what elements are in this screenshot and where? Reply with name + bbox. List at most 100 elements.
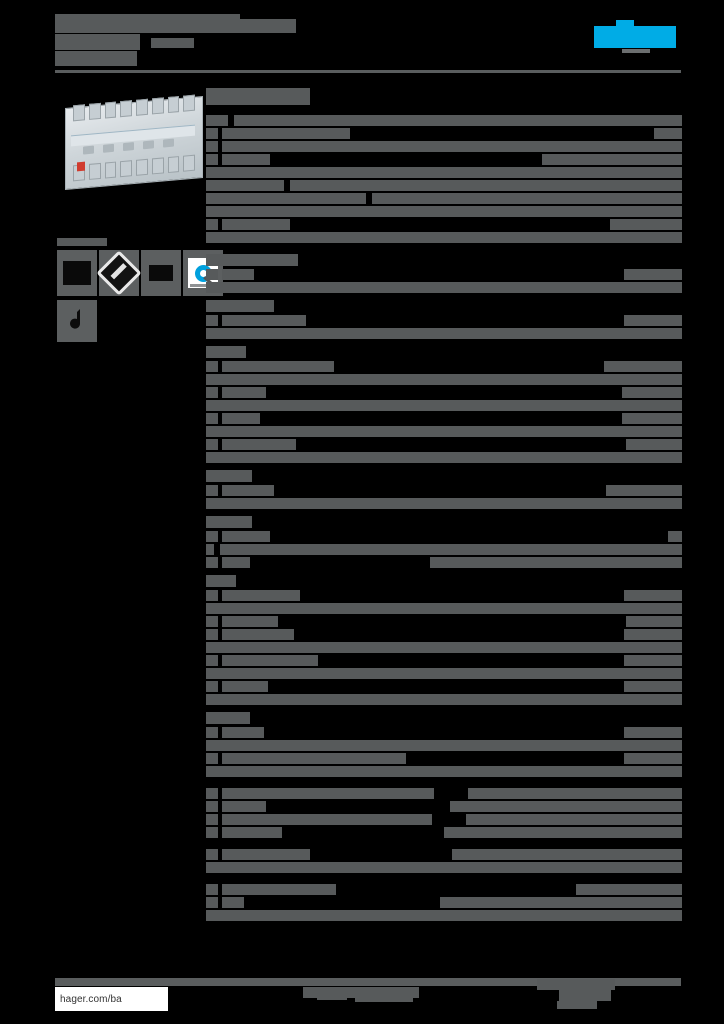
footer-note-line3 xyxy=(355,990,413,1002)
table-row xyxy=(206,862,682,873)
table-row xyxy=(206,544,682,555)
table-row xyxy=(206,557,682,568)
icons-heading xyxy=(57,238,107,246)
table-row xyxy=(206,219,682,230)
icon-cell-note xyxy=(57,300,97,342)
table-row xyxy=(206,269,682,280)
table-row xyxy=(206,668,682,679)
logo-tagline xyxy=(622,49,650,53)
header-subtitle xyxy=(55,34,140,50)
table-row xyxy=(206,400,682,411)
icon-row-secondary xyxy=(57,300,97,342)
logo-wordmark xyxy=(594,26,676,48)
footer-url-text: hager.com/ba xyxy=(60,993,122,1005)
product-photo xyxy=(57,92,209,196)
table-row xyxy=(206,694,682,705)
table-row xyxy=(206,531,682,542)
table-row xyxy=(206,154,682,165)
footer-page-block-2 xyxy=(559,990,611,1001)
table-row xyxy=(206,849,682,860)
table-row xyxy=(206,827,682,838)
table-row xyxy=(206,801,682,812)
table-row xyxy=(206,387,682,398)
table-row xyxy=(206,753,682,764)
icon-row-primary xyxy=(57,250,223,296)
section-title xyxy=(206,470,252,482)
section-title xyxy=(206,712,250,724)
table-row xyxy=(206,315,682,326)
enclosure-icon xyxy=(57,250,97,296)
spec-section xyxy=(206,115,682,254)
page-number xyxy=(557,1001,597,1009)
footer-divider xyxy=(55,978,681,986)
table-row xyxy=(206,642,682,653)
note-glyph-svg xyxy=(70,309,80,329)
product-knx-connector xyxy=(77,161,85,172)
note-icon xyxy=(57,300,97,342)
page-header xyxy=(55,14,681,74)
table-row xyxy=(206,814,682,825)
certification-icons xyxy=(57,238,223,343)
table-row xyxy=(206,910,682,921)
spec-section xyxy=(206,788,682,849)
table-row xyxy=(206,485,682,496)
section-title xyxy=(206,575,236,587)
header-subtitle-extra xyxy=(151,38,194,48)
table-row xyxy=(206,655,682,666)
table-row xyxy=(206,193,682,204)
footer-note-line2 xyxy=(317,991,347,1000)
table-row xyxy=(206,128,682,139)
table-row xyxy=(206,167,682,178)
table-row xyxy=(206,616,682,627)
spec-section xyxy=(206,516,682,575)
spec-section xyxy=(206,470,682,516)
icon-cell-enclosure xyxy=(57,250,97,296)
table-row xyxy=(206,439,682,450)
table-row xyxy=(206,727,682,738)
table-row xyxy=(206,413,682,424)
section-title xyxy=(206,346,246,358)
header-title-line2 xyxy=(155,19,296,33)
page-footer: hager.com/ba xyxy=(55,978,681,1020)
spec-section xyxy=(206,300,682,346)
logo-accent xyxy=(616,20,634,28)
spec-section xyxy=(206,346,682,470)
table-row xyxy=(206,897,682,908)
table-row xyxy=(206,180,682,191)
header-reference xyxy=(55,51,137,66)
section-title xyxy=(206,254,298,266)
icon-cell-knx xyxy=(96,250,142,296)
hager-logo xyxy=(594,20,676,53)
table-row xyxy=(206,374,682,385)
table-row xyxy=(206,498,682,509)
header-divider xyxy=(55,70,681,73)
table-row xyxy=(206,232,682,243)
table-row xyxy=(206,766,682,777)
spec-section xyxy=(206,575,682,712)
table-row xyxy=(206,629,682,640)
knx-diamond-icon xyxy=(96,250,142,296)
quality-q-icon xyxy=(183,250,223,296)
table-row xyxy=(206,361,682,372)
table-row xyxy=(206,452,682,463)
table-row xyxy=(206,788,682,799)
page-title xyxy=(206,88,310,105)
table-row xyxy=(206,884,682,895)
table-row xyxy=(206,603,682,614)
specifications-area xyxy=(206,88,682,923)
table-row xyxy=(206,206,682,217)
table-row xyxy=(206,115,682,126)
spec-section xyxy=(206,849,682,921)
footer-page-block-1 xyxy=(537,979,615,990)
table-row xyxy=(206,328,682,339)
section-title xyxy=(206,300,274,312)
spec-section xyxy=(206,712,682,788)
footer-url[interactable]: hager.com/ba xyxy=(55,987,168,1011)
spec-section xyxy=(206,254,682,300)
table-row xyxy=(206,426,682,437)
table-row xyxy=(206,740,682,751)
table-row xyxy=(206,282,682,293)
icon-cell-blank xyxy=(141,250,181,296)
table-row xyxy=(206,141,682,152)
